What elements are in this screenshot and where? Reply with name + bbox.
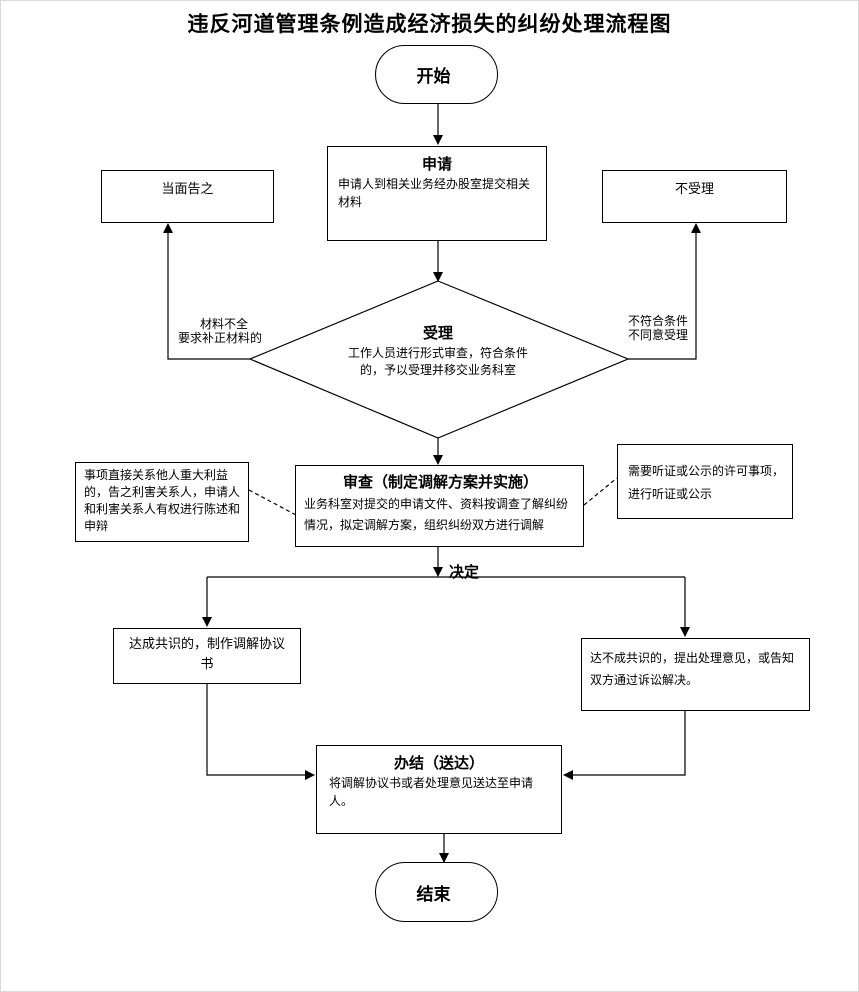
page-title: 违反河道管理条例造成经济损失的纠纷处理流程图: [187, 11, 672, 36]
arrow-agree-finish: [206, 684, 315, 780]
end-label: 结束: [416, 884, 451, 905]
accept-text: 工作人员进行形式审查，符合条件的，予以受理并移交业务科室: [347, 346, 528, 377]
review-box: 审查（制定调解方案并实施） 业务科室对提交的申请文件、资料按调查了解纠纷情况，拟…: [295, 465, 584, 547]
face-label: 当面告之: [161, 182, 214, 197]
end-terminal: 结束: [375, 862, 498, 922]
note-left-box: 事项直接关系他人重大利益的，告之利害关系人，申请人和利害关系人有权进行陈述和申辩: [75, 462, 249, 542]
face-box: 当面告之: [101, 170, 274, 223]
finish-box: 办结（送达） 将调解协议书或者处理意见送达至申请人。: [316, 745, 562, 834]
finish-text: 将调解协议书或者处理意见送达至申请人。: [329, 776, 534, 808]
accept-content: 受理 工作人员进行形式审查，符合条件的，予以受理并移交业务科室: [338, 322, 538, 379]
start-label: 开始: [416, 67, 451, 87]
apply-title: 申请: [421, 155, 452, 173]
notmet-label-1: 不符合条件: [628, 314, 689, 328]
incomplete-label-1: 材料不全: [200, 317, 249, 331]
dashed-left: [248, 489, 297, 516]
apply-text: 申请人到相关业务经办股室提交相关材料: [338, 177, 531, 209]
agree-text: 达成共识的，制作调解协议书: [128, 637, 285, 672]
note-right-box: 需要听证或公示的许可事项，进行听证或公示: [617, 444, 793, 519]
note-left-text: 事项直接关系他人重大利益的，告之利害关系人，申请人和利害关系人有权进行陈述和申辩: [84, 468, 241, 533]
reject-label: 不受理: [674, 182, 714, 197]
reject-box: 不受理: [602, 170, 787, 223]
accept-title: 受理: [422, 324, 453, 342]
apply-box: 申请 申请人到相关业务经办股室提交相关材料: [327, 146, 547, 241]
review-text: 业务科室对提交的申请文件、资料按调查了解纠纷情况，拟定调解方案，组织纠纷双方进行…: [304, 497, 569, 532]
decide-label: 决定: [449, 563, 480, 581]
review-title: 审查（制定调解方案并实施）: [342, 473, 538, 491]
dashed-right: [583, 477, 618, 506]
disagree-box: 达不成共识的，提出处理意见，或告知双方通过诉讼解决。: [581, 638, 810, 711]
incomplete-label-2: 要求补正材料的: [178, 331, 263, 345]
start-terminal: 开始: [375, 45, 498, 104]
arrow-disagree-finish: [563, 711, 686, 780]
disagree-text: 达不成共识的，提出处理意见，或告知双方通过诉讼解决。: [590, 651, 795, 687]
agree-box: 达成共识的，制作调解协议书: [113, 628, 301, 684]
arrow-to-face: [163, 223, 250, 360]
note-right-text: 需要听证或公示的许可事项，进行听证或公示: [628, 464, 785, 501]
finish-title: 办结（送达）: [393, 754, 484, 772]
arrow-to-reject: [628, 223, 701, 360]
notmet-label-2: 不同意受理: [628, 328, 689, 342]
